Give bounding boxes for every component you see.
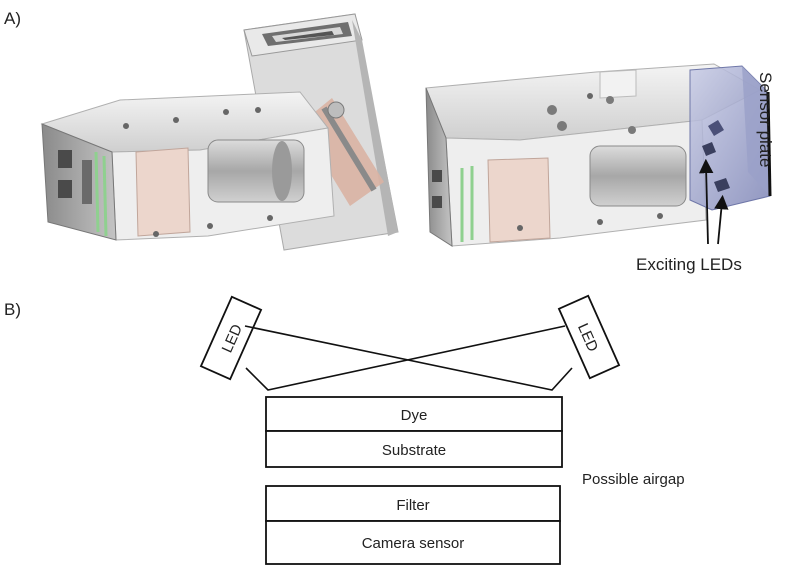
light-ray-right	[245, 325, 566, 391]
sensor-plate-label: Sensor plate	[756, 72, 775, 167]
led-arrow-2	[714, 194, 729, 245]
panel-b-label: B)	[4, 300, 21, 319]
led-arrow-1	[698, 158, 714, 245]
exciting-leds-label: Exciting LEDs	[636, 255, 742, 274]
airgap-label: Possible airgap	[582, 471, 685, 488]
dye-layer-label: Dye	[401, 407, 428, 424]
filter-layer	[265, 485, 561, 522]
camera-sensor-layer	[265, 520, 561, 565]
substrate-layer	[265, 430, 563, 468]
filter-layer-label: Filter	[396, 497, 429, 514]
dye-layer	[265, 396, 563, 432]
schematic: LED LED Dye Substrate Possible airgap Fi…	[199, 294, 685, 565]
right-device-render	[425, 63, 772, 247]
led-right-box: LED	[557, 294, 621, 380]
led-left-box: LED	[199, 295, 263, 381]
left-device-render	[40, 13, 399, 251]
camera-sensor-layer-label: Camera sensor	[362, 535, 465, 552]
substrate-layer-label: Substrate	[382, 442, 446, 459]
light-ray-left	[244, 325, 573, 391]
panel-a-label: A)	[4, 9, 21, 28]
